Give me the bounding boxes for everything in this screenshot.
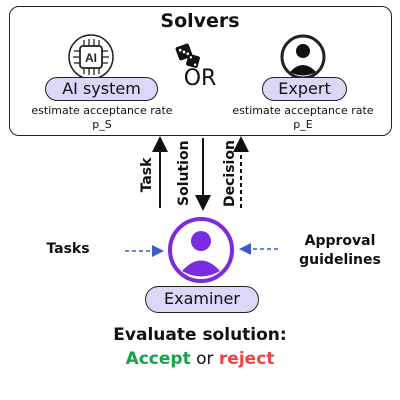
reject-word: reject: [218, 349, 275, 369]
evaluate-solution-label: Evaluate solution:: [113, 325, 287, 345]
examiner-label: Examiner: [145, 286, 259, 313]
outcome-line: Accept or reject: [0, 349, 400, 369]
ai-rate-variable: p_S: [92, 118, 112, 131]
solvers-title: Solvers: [160, 10, 240, 32]
expert-label: Expert: [262, 77, 347, 101]
ai-rate-text: estimate acceptance rate: [31, 104, 173, 117]
ai-system-label: AI system: [45, 77, 158, 101]
accept-word: Accept: [125, 349, 191, 369]
expert-rate-text: estimate acceptance rate: [232, 104, 374, 117]
tasks-label: Tasks: [46, 241, 90, 257]
approval-guidelines-label: Approval guidelines: [299, 233, 381, 268]
or-text: OR: [183, 66, 217, 91]
expert-rate-variable: p_E: [293, 118, 313, 131]
or-word: or: [190, 349, 219, 369]
solvers-box: [9, 6, 392, 136]
ai-chip-text: AI: [85, 51, 97, 65]
